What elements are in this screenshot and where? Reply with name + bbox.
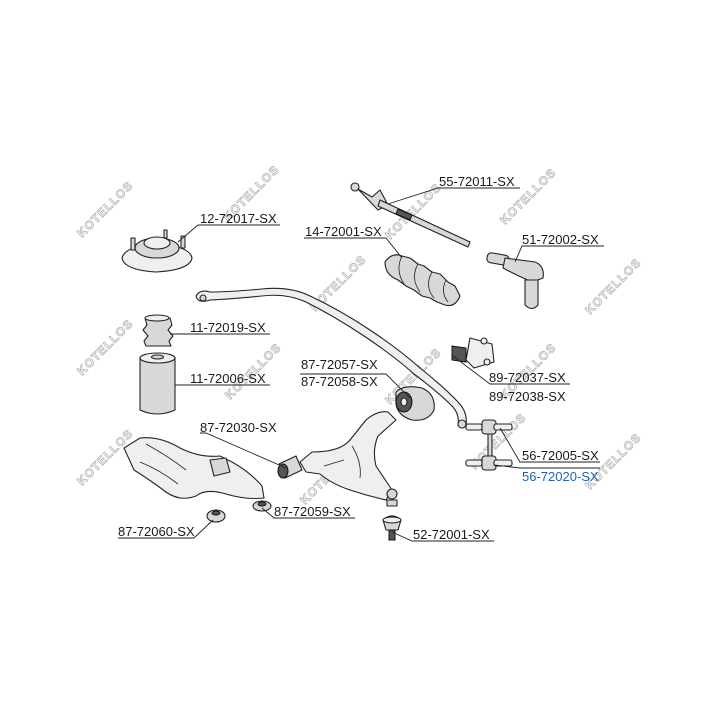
label-11-72006[interactable]: 11-72006-SX [190, 371, 266, 386]
label-14-72001[interactable]: 14-72001-SX [305, 224, 382, 239]
watermark-text: KOTELLOS [74, 316, 136, 378]
part-stabilizer-bushing[interactable] [451, 337, 495, 369]
label-87-72030[interactable]: 87-72030-SX [200, 420, 277, 435]
part-inner-tie-rod[interactable] [350, 182, 471, 248]
part-bump-stop[interactable] [142, 314, 174, 347]
part-control-arm-bushing-small[interactable] [277, 455, 303, 479]
part-tie-rod-end[interactable] [486, 252, 544, 310]
part-ball-joint[interactable] [382, 488, 402, 541]
label-87-72058[interactable]: 87-72058-SX [301, 374, 378, 389]
part-stabilizer-link[interactable] [465, 419, 513, 471]
watermark-text: KOTELLOS [582, 255, 644, 317]
watermark-text: KOTELLOS [74, 426, 136, 488]
part-subframe-bushing-right[interactable] [252, 500, 272, 512]
watermark-logo: KOTELLOS [582, 255, 645, 318]
label-12-72017[interactable]: 12-72017-SX [200, 211, 277, 226]
part-labels: 55-72011-SX 12-72017-SX 14-72001-SX 51-7… [118, 174, 599, 542]
leader-lines [118, 187, 604, 542]
label-56-72020[interactable]: 56-72020-SX [522, 469, 599, 484]
label-56-72005[interactable]: 56-72005-SX [522, 448, 599, 463]
label-89-72038[interactable]: 89-72038-SX [489, 389, 566, 404]
label-55-72011[interactable]: 55-72011-SX [439, 174, 515, 189]
watermark-logo: KOTELLOS [74, 426, 137, 489]
part-subframe-bushing-left[interactable] [206, 509, 226, 523]
label-87-72060[interactable]: 87-72060-SX [118, 524, 195, 539]
part-dust-cover[interactable] [139, 352, 176, 415]
label-11-72019[interactable]: 11-72019-SX [190, 320, 266, 335]
part-stabilizer-bar [195, 287, 467, 429]
part-subframe [123, 437, 265, 500]
label-51-72002[interactable]: 51-72002-SX [522, 232, 599, 247]
part-lower-control-arm [299, 411, 397, 501]
part-steering-boot[interactable] [384, 254, 461, 307]
label-89-72037[interactable]: 89-72037-SX [489, 370, 566, 385]
watermark-text: KOTELLOS [74, 178, 136, 240]
label-87-72057[interactable]: 87-72057-SX [301, 357, 378, 372]
label-52-72001[interactable]: 52-72001-SX [413, 527, 490, 542]
label-87-72059[interactable]: 87-72059-SX [274, 504, 351, 519]
watermark-logo: KOTELLOS [74, 178, 137, 241]
watermark-logo: KOTELLOS [74, 316, 137, 379]
part-control-arm-bushing-large[interactable] [395, 386, 435, 421]
part-strut-mount[interactable] [121, 229, 193, 273]
